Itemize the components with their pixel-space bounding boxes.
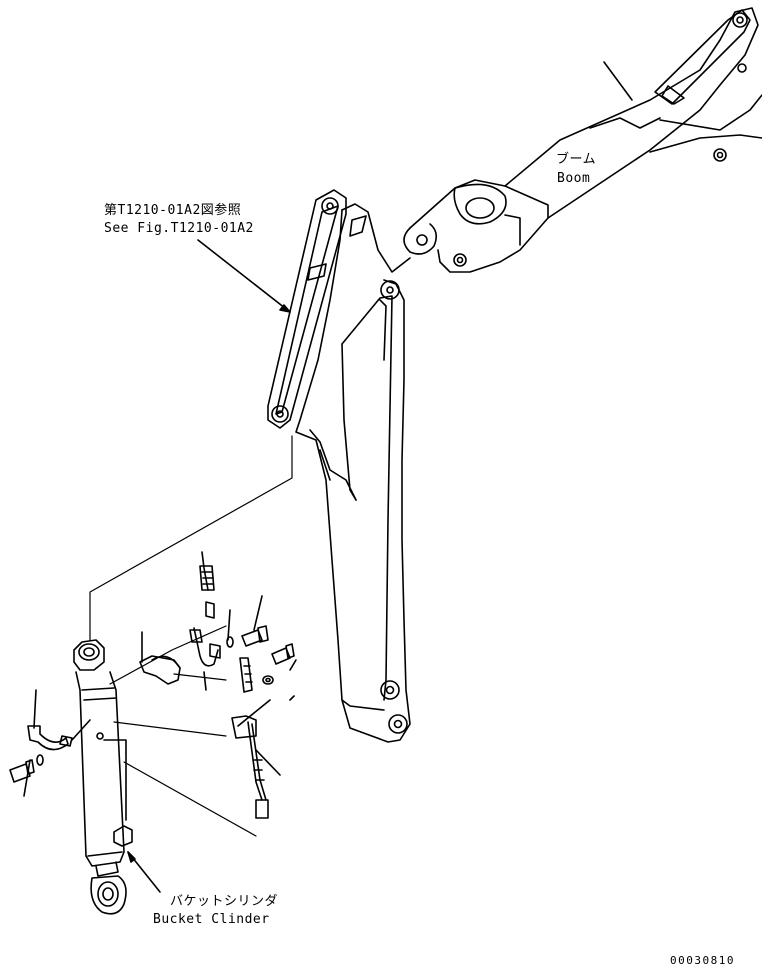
- boom: [403, 7, 762, 273]
- hydraulic-hoses: [139, 551, 297, 819]
- reference-label-japanese: 第T1210-01A2図参照: [104, 203, 242, 218]
- drawing-number: 00030810: [670, 954, 735, 967]
- bucket-cylinder-label-english: Bucket Clinder: [153, 912, 270, 927]
- bolts-washers: [9, 625, 295, 797]
- assembly-guide-lines: [89, 435, 293, 837]
- reference-label-english: See Fig.T1210-01A2: [104, 221, 254, 236]
- boom-label-english: Boom: [557, 171, 591, 186]
- bucket-cylinder: [73, 639, 161, 915]
- boom-label-japanese: ブーム: [556, 152, 597, 167]
- link-assembly: [197, 189, 347, 429]
- bucket-cylinder-label-japanese: バケットシリンダ: [170, 894, 279, 909]
- arm: [295, 203, 411, 743]
